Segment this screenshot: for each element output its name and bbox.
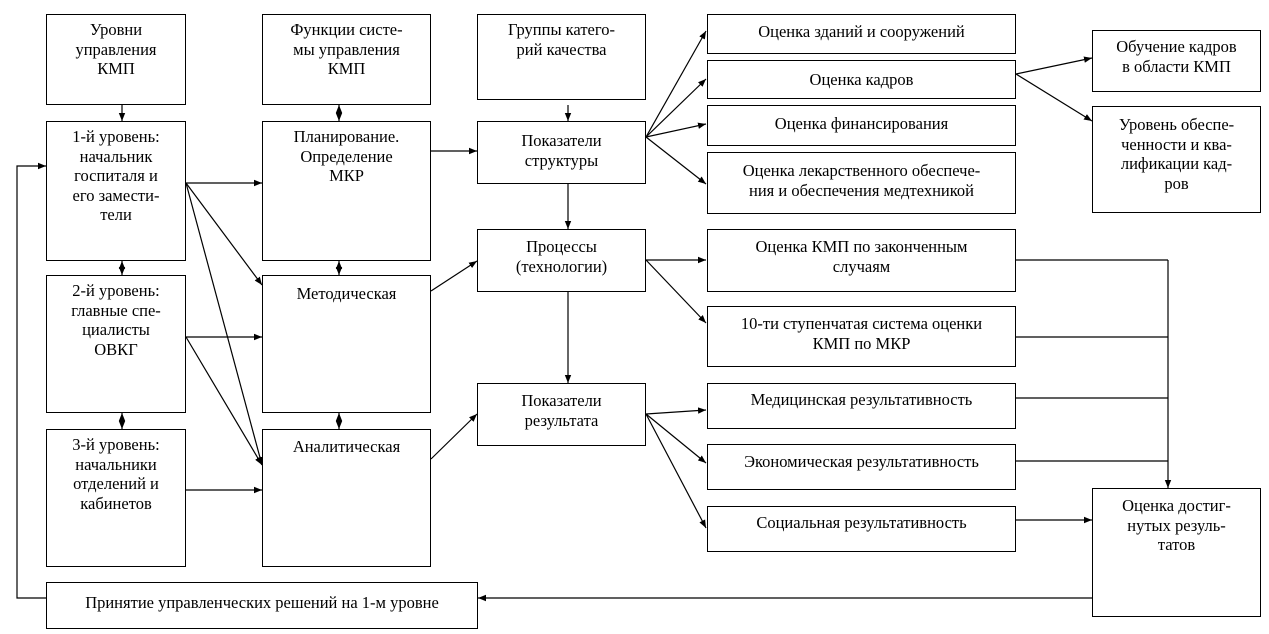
levels-header-box: Уровни управления КМП <box>46 14 186 105</box>
arrow-results-social <box>645 413 707 529</box>
arrow-structure-financing <box>645 122 707 138</box>
processes-label: Процессы (технологии) <box>515 237 608 276</box>
level2-box: 2-й уровень: главные спе- циалисты ОВКГ <box>46 275 186 413</box>
processes-box: Процессы (технологии) <box>477 229 646 292</box>
staff-box: Оценка кадров <box>707 60 1016 99</box>
social-eff-box: Социальная результативность <box>707 506 1016 552</box>
methodical-label: Методическая <box>296 284 397 303</box>
achieved-box: Оценка достиг- нутых резуль- татов <box>1092 488 1261 617</box>
planning-box: Планирование. Определение МКР <box>262 121 431 261</box>
arrow-processes-ten-step <box>645 259 707 324</box>
arrow-level1-analytical <box>185 182 264 466</box>
buildings-box: Оценка зданий и сооружений <box>707 14 1016 54</box>
functions-header-label: Функции систе- мы управления КМП <box>290 20 403 78</box>
results-box: Показатели результата <box>477 383 646 446</box>
arrow-level2-analytical <box>185 336 263 466</box>
arrow-methodical-processes <box>430 260 478 292</box>
structure-label: Показатели структуры <box>521 131 602 170</box>
economic-eff-box: Экономическая результативность <box>707 444 1016 490</box>
arrow-level1-methodical <box>185 182 263 286</box>
ten-step-box: 10-ти ступенчатая система оценки КМП по … <box>707 306 1016 367</box>
financing-box: Оценка финансирования <box>707 105 1016 146</box>
medical-eff-label: Медицинская результативность <box>750 390 973 409</box>
level3-label: 3-й уровень: начальники отделений и каби… <box>72 435 160 513</box>
drugs-label: Оценка лекарственного обеспече- ния и об… <box>742 161 981 200</box>
financing-label: Оценка финансирования <box>774 114 949 133</box>
arrow-structure-buildings <box>645 30 707 138</box>
arrow-decisions-level1 <box>16 162 46 599</box>
training-label: Обучение кадров в области КМП <box>1116 37 1237 76</box>
medical-eff-box: Медицинская результативность <box>707 383 1016 429</box>
analytical-box: Аналитическая <box>262 429 431 567</box>
arrow-structure-drugs <box>645 136 707 185</box>
arrow-staff-training <box>1015 56 1093 75</box>
staffing-level-label: Уровень обеспе- ченности и ква- лификаци… <box>1118 115 1235 193</box>
level2-label: 2-й уровень: главные спе- циалисты ОВКГ <box>71 281 161 359</box>
social-eff-label: Социальная результативность <box>756 513 967 532</box>
structure-box: Показатели структуры <box>477 121 646 184</box>
level1-box: 1-й уровень: начальник госпиталя и его з… <box>46 121 186 261</box>
decisions-label: Принятие управленческих решений на 1-м у… <box>85 593 439 612</box>
levels-header-label: Уровни управления КМП <box>75 20 157 78</box>
arrow-analytical-results <box>430 413 478 460</box>
arrow-structure-staff <box>645 78 707 138</box>
arrow-results-economic <box>645 413 707 464</box>
staffing-level-box: Уровень обеспе- ченности и ква- лификаци… <box>1092 106 1261 213</box>
completed-cases-label: Оценка КМП по законченным случаям <box>755 237 968 276</box>
level1-label: 1-й уровень: начальник госпиталя и его з… <box>72 127 160 224</box>
groups-header-label: Группы катего- рий качества <box>508 20 615 59</box>
achieved-label: Оценка достиг- нутых резуль- татов <box>1122 496 1231 554</box>
arrow-staff-staffing-level <box>1015 73 1093 122</box>
analytical-label: Аналитическая <box>292 437 401 456</box>
ten-step-label: 10-ти ступенчатая система оценки КМП по … <box>740 314 983 353</box>
decisions-box: Принятие управленческих решений на 1-м у… <box>46 582 478 629</box>
buildings-label: Оценка зданий и сооружений <box>758 22 965 41</box>
completed-cases-box: Оценка КМП по законченным случаям <box>707 229 1016 292</box>
training-box: Обучение кадров в области КМП <box>1092 30 1261 92</box>
groups-header-box: Группы катего- рий качества <box>477 14 646 100</box>
drugs-box: Оценка лекарственного обеспече- ния и об… <box>707 152 1016 214</box>
methodical-box: Методическая <box>262 275 431 413</box>
level3-box: 3-й уровень: начальники отделений и каби… <box>46 429 186 567</box>
staff-label: Оценка кадров <box>809 70 914 89</box>
arrow-results-medical <box>645 407 707 415</box>
planning-label: Планирование. Определение МКР <box>293 127 400 185</box>
economic-eff-label: Экономическая результативность <box>744 452 979 471</box>
functions-header-box: Функции систе- мы управления КМП <box>262 14 431 105</box>
results-label: Показатели результата <box>521 391 602 430</box>
